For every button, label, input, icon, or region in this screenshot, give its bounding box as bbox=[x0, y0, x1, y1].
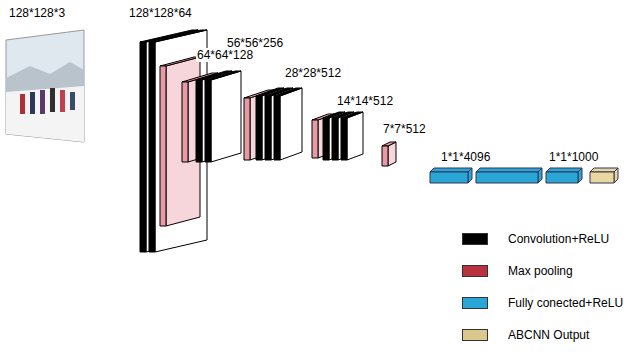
slab-front bbox=[256, 96, 262, 160]
slab-top bbox=[382, 142, 396, 146]
bar-front bbox=[546, 172, 578, 183]
photo-person bbox=[50, 88, 55, 112]
slab-front bbox=[205, 80, 211, 162]
dimension-label: 128*128*3 bbox=[8, 6, 66, 20]
slab-front bbox=[196, 80, 202, 162]
legend-swatch bbox=[462, 297, 488, 309]
bar-side bbox=[614, 168, 618, 183]
slab-front bbox=[244, 98, 250, 160]
slab-side bbox=[155, 30, 207, 252]
slab-front bbox=[312, 120, 318, 158]
slab-side bbox=[347, 112, 363, 160]
slab-top bbox=[149, 30, 207, 42]
slab-front bbox=[332, 118, 338, 160]
slab-front bbox=[160, 66, 166, 226]
dimension-label: 14*14*512 bbox=[336, 94, 394, 108]
dimension-label: 1*1*1000 bbox=[548, 150, 599, 164]
dimension-label: 128*128*64 bbox=[128, 6, 193, 20]
slab-front bbox=[323, 118, 329, 160]
slab-front bbox=[341, 118, 347, 160]
slab-front bbox=[149, 42, 155, 252]
photo-hills bbox=[6, 62, 84, 92]
legend-text: Fully conected+ReLU bbox=[508, 296, 623, 310]
photo-person bbox=[70, 92, 75, 110]
slab-top bbox=[160, 57, 200, 66]
photo-person bbox=[20, 94, 25, 114]
photo-person bbox=[30, 92, 35, 114]
photo-frame bbox=[6, 30, 84, 142]
dimension-label: 1*1*4096 bbox=[440, 150, 491, 164]
slab-top bbox=[341, 112, 363, 118]
photo-person bbox=[40, 90, 45, 114]
layer-blocks bbox=[140, 30, 618, 252]
slab-front bbox=[382, 146, 388, 166]
slab-front bbox=[265, 96, 271, 160]
bar-front bbox=[590, 172, 614, 183]
bar-top bbox=[546, 168, 582, 172]
slab-front bbox=[140, 42, 146, 252]
dimension-label: 28*28*512 bbox=[284, 66, 342, 80]
slab-top bbox=[274, 88, 302, 96]
bar-top bbox=[476, 168, 542, 172]
legend-text: Max pooling bbox=[508, 264, 573, 278]
bar-top bbox=[590, 168, 618, 172]
photo-snow bbox=[6, 84, 84, 142]
legend-swatch bbox=[462, 233, 488, 245]
photo-person bbox=[60, 90, 65, 112]
bar-front bbox=[430, 172, 468, 183]
bar-side bbox=[468, 168, 472, 183]
dimension-label: 64*64*128 bbox=[196, 48, 254, 62]
slab-front bbox=[182, 82, 188, 162]
slab-side bbox=[211, 71, 241, 162]
slab-side bbox=[250, 90, 274, 160]
legend-text: ABCNN Output bbox=[508, 328, 589, 342]
bar-top bbox=[430, 168, 472, 172]
legend-swatch bbox=[462, 329, 488, 341]
bar-side bbox=[578, 168, 582, 183]
dimension-label: 56*56*256 bbox=[226, 36, 284, 50]
slab-front bbox=[274, 96, 280, 160]
legend-text: Convolution+ReLU bbox=[508, 232, 609, 246]
input-photo bbox=[6, 30, 84, 142]
dimension-label: 7*7*512 bbox=[382, 122, 427, 136]
bar-side bbox=[538, 168, 542, 183]
bar-front bbox=[476, 172, 538, 183]
slab-side bbox=[280, 88, 302, 160]
legend-swatch bbox=[462, 265, 488, 277]
slab-top bbox=[205, 71, 241, 80]
